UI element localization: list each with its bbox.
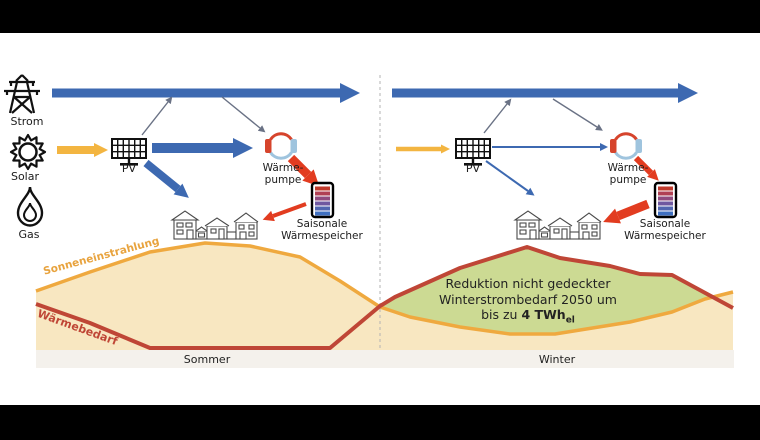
heat-pump-label-winter: Wärme- pumpe xyxy=(607,162,649,186)
solar-irradiation-curve xyxy=(35,241,734,336)
season-label-winter: Winter xyxy=(538,353,576,366)
seasonal-storage-icon-summer xyxy=(310,181,335,219)
heat-pump-icon-summer xyxy=(263,132,299,160)
season-label-summer: Sommer xyxy=(183,353,231,366)
diagram-graphics xyxy=(4,74,734,368)
heat-demand-curve xyxy=(35,245,734,350)
grid-to-heatpump-connector-summer xyxy=(221,96,266,133)
pv-to-houses-arrow-winter xyxy=(485,160,535,196)
top-letterbox xyxy=(0,0,760,33)
grid-to-heatpump-connector-winter xyxy=(552,98,603,131)
houses-icon-winter xyxy=(514,210,602,240)
winter-reduction-annotation: Reduktion nicht gedeckter Winterstrombed… xyxy=(439,276,617,326)
grid-source-label: Strom xyxy=(10,115,44,128)
heatpump-to-storage-arrow-winter xyxy=(633,155,659,181)
seasonal-storage-icon-winter xyxy=(653,181,678,219)
electricity-pylon-icon xyxy=(4,74,40,114)
storage-label-summer: Saisonale Wärmespeicher xyxy=(281,218,363,242)
pv-label-winter: PV xyxy=(465,162,481,175)
solar-source-label: Solar xyxy=(10,170,40,183)
sun-icon xyxy=(9,133,47,171)
storage-to-houses-arrow-winter xyxy=(603,199,650,224)
pv-label-summer: PV xyxy=(121,162,137,175)
pv-to-houses-arrow-summer xyxy=(143,159,189,198)
gas-flame-icon xyxy=(16,186,44,227)
season-axis-strip xyxy=(36,350,734,368)
storage-to-houses-arrow-summer xyxy=(262,202,307,222)
gas-source-label: Gas xyxy=(18,228,40,241)
bottom-letterbox xyxy=(0,405,760,440)
pv-to-grid-connector-winter xyxy=(483,98,512,134)
heat-pump-icon-winter xyxy=(608,132,644,160)
storage-label-winter: Saisonale Wärmespeicher xyxy=(624,218,706,242)
houses-icon-summer xyxy=(171,210,259,240)
heat-pump-label-summer: Wärme- pumpe xyxy=(262,162,304,186)
heatpump-to-storage-arrow-summer xyxy=(287,154,320,187)
pv-to-grid-connector-summer xyxy=(141,96,173,136)
solar-area-fill xyxy=(36,243,733,352)
diagram-canvas: Strom Solar Gas PV PV Wärme- pumpe Wärme… xyxy=(0,33,760,405)
